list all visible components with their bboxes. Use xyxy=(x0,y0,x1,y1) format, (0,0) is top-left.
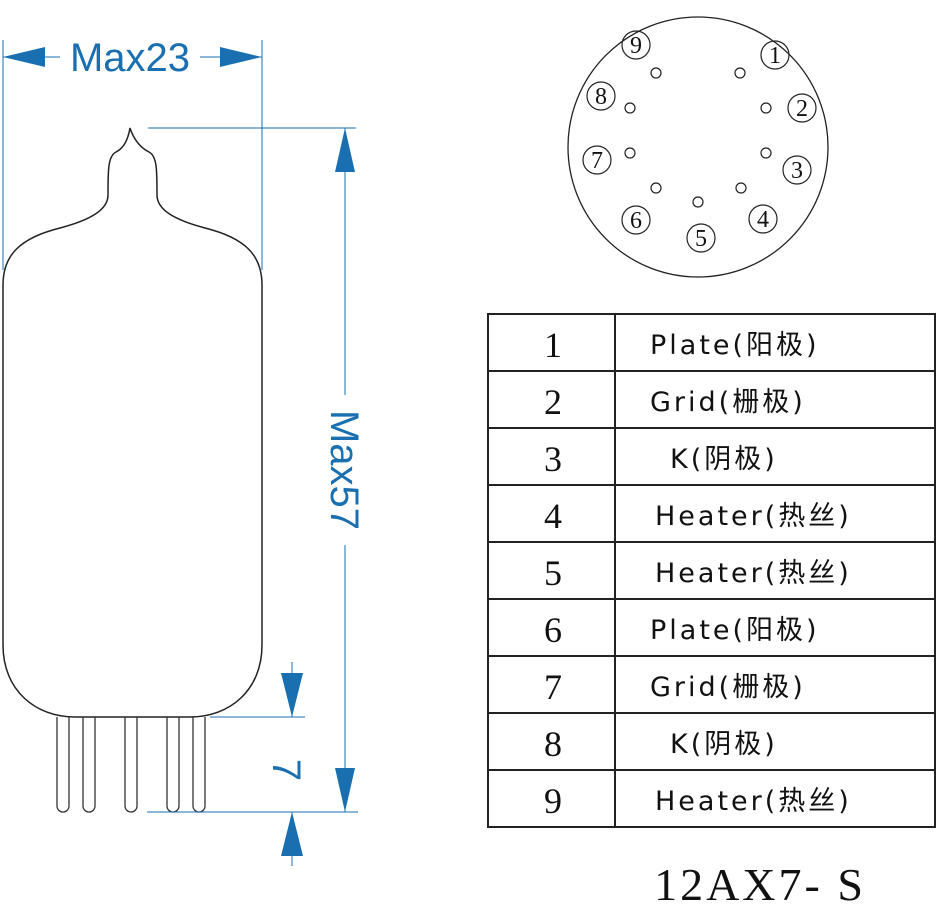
width-dimension-label: Max23 xyxy=(70,36,190,80)
pin-function-cell: Plate(阳极) xyxy=(650,330,820,361)
pin-number-label: 2 xyxy=(796,96,808,122)
base-pin-circle xyxy=(567,16,829,278)
pin-number-cell: 4 xyxy=(544,496,562,536)
pin-number-label: 7 xyxy=(591,148,603,174)
pin-hole xyxy=(760,102,772,114)
arrow-up-icon xyxy=(281,812,303,856)
pin-hole xyxy=(624,102,636,114)
table-row: 2 Grid(栅极) xyxy=(544,382,806,422)
arrow-right-icon xyxy=(220,47,262,67)
pin-number-cell: 1 xyxy=(544,325,562,365)
pin-number-circle xyxy=(787,93,817,123)
table-row: 3 K(阴极) xyxy=(544,439,778,479)
pin-number-cell: 2 xyxy=(544,382,562,422)
pin-number-cell: 9 xyxy=(544,781,562,821)
table-row: 6 Plate(阳极) xyxy=(544,610,820,650)
base-pins: 1 2 34 5 6 7 89 xyxy=(582,30,817,253)
pin-number-circle xyxy=(582,145,612,175)
pin-number-label: 1 xyxy=(769,43,781,69)
pin-number-cell: 7 xyxy=(544,667,562,707)
table-row: 5 Heater(热丝) xyxy=(544,553,852,593)
arrow-left-icon xyxy=(3,47,45,67)
dimension-lines xyxy=(2,40,358,866)
pin-number-label: 5 xyxy=(695,226,707,252)
arrow-down-icon xyxy=(281,673,303,717)
pin-hole xyxy=(692,196,704,208)
table-row: 7 Grid(栅极) xyxy=(544,667,806,707)
tube-outline xyxy=(2,127,263,718)
tube-pins xyxy=(56,717,206,813)
arrow-down-icon xyxy=(335,768,355,812)
pin-number-circle xyxy=(748,204,778,234)
table-border xyxy=(487,313,936,828)
pin-function-cell: Plate(阳极) xyxy=(650,615,820,646)
pin-number-circle xyxy=(621,30,651,60)
pin-length-label: 7 xyxy=(264,759,308,781)
pin-hole xyxy=(650,67,662,79)
pin-number-label: 9 xyxy=(630,33,642,59)
pin-hole xyxy=(624,147,636,159)
pin-number-circle xyxy=(586,81,616,111)
pin-number-label: 4 xyxy=(757,207,769,233)
pin-hole xyxy=(760,147,772,159)
pin-number-cell: 5 xyxy=(544,553,562,593)
pin-number-label: 6 xyxy=(630,208,642,234)
pin-number-circle xyxy=(782,155,812,185)
pin-number-cell: 3 xyxy=(544,439,562,479)
table-row: 9 Heater(热丝) xyxy=(544,781,852,821)
pin-function-cell: K(阴极) xyxy=(670,444,778,475)
pin-function-cell: Heater(热丝) xyxy=(655,501,852,532)
table-row: 8 K(阴极) xyxy=(544,724,778,764)
pin-number-circle xyxy=(686,223,716,253)
pin-function-cell: Grid(栅极) xyxy=(650,387,806,418)
pin-function-cell: Heater(热丝) xyxy=(655,558,852,589)
pin-number-label: 8 xyxy=(595,84,607,110)
pin-hole xyxy=(735,182,747,194)
pin-number-circle xyxy=(760,40,790,70)
pin-function-cell: K(阴极) xyxy=(670,729,778,760)
pin-function-cell: Grid(栅极) xyxy=(650,672,806,703)
table-row: 4 Heater(热丝) xyxy=(544,496,852,536)
pin-hole xyxy=(734,67,746,79)
pin-number-cell: 8 xyxy=(544,724,562,764)
pin-function-cell: Heater(热丝) xyxy=(655,786,852,817)
height-dimension-label: Max57 xyxy=(322,410,366,530)
pin-number-circle xyxy=(621,205,651,235)
pin-hole xyxy=(650,182,662,194)
arrow-up-icon xyxy=(335,128,355,172)
table-row: 1 Plate(阳极) xyxy=(544,325,820,365)
model-name: 12AX7- S xyxy=(654,859,866,910)
pin-number-label: 3 xyxy=(791,158,803,184)
pin-number-cell: 6 xyxy=(544,610,562,650)
